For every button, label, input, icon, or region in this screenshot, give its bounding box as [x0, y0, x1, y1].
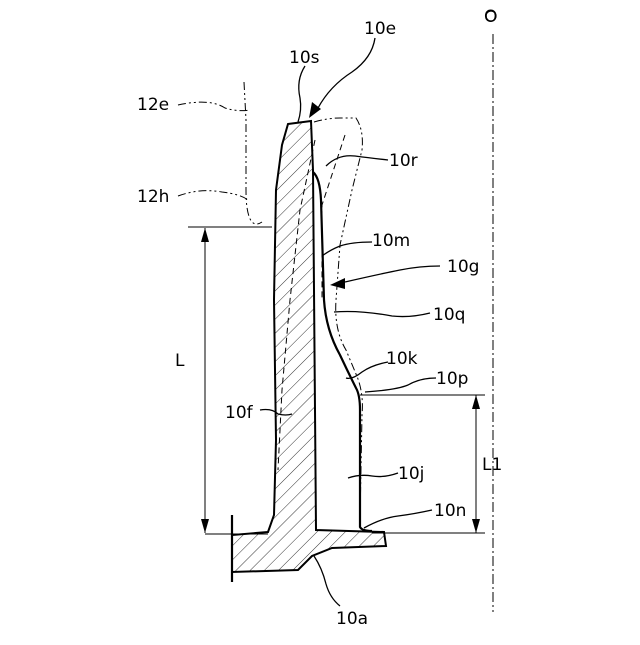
leader-12e — [178, 102, 250, 111]
leader-10j — [348, 473, 398, 478]
leader-10p — [365, 378, 436, 392]
leader-10m — [322, 242, 372, 256]
dimension-l-arrow-top — [201, 228, 209, 242]
leader-10g — [345, 266, 440, 282]
leader-10n — [364, 510, 432, 528]
dimension-l-arrow-bottom — [201, 519, 209, 533]
deformed-profile — [314, 118, 362, 520]
blade-section-10f — [232, 121, 386, 572]
label-l1: L1 — [482, 455, 502, 475]
label-10m: 10m — [372, 231, 410, 251]
label-10r: 10r — [389, 151, 418, 171]
dimension-l1-arrow-bottom — [472, 519, 480, 533]
label-l: L — [175, 351, 185, 371]
leader-12h — [178, 191, 248, 200]
label-12e: 12e — [137, 95, 169, 115]
arrow-10g — [330, 278, 345, 289]
label-10n: 10n — [434, 501, 466, 521]
leader-10s — [298, 66, 305, 122]
leader-10q — [334, 312, 430, 317]
label-10f: 10f — [225, 403, 254, 423]
label-10q: 10q — [433, 305, 465, 325]
label-10j: 10j — [398, 464, 424, 484]
label-10g: 10g — [447, 257, 479, 277]
label-10p: 10p — [436, 369, 468, 389]
dimension-l1-arrow-top — [472, 395, 480, 409]
label-10k: 10k — [386, 349, 418, 369]
arrow-10e — [309, 102, 321, 118]
label-12h: 12h — [137, 187, 169, 207]
label-10a: 10a — [336, 609, 368, 629]
label-10e: 10e — [364, 19, 396, 39]
leader-10e — [318, 38, 375, 108]
leader-10a — [314, 556, 340, 606]
reference-12e-line — [244, 82, 262, 224]
label-10s: 10s — [289, 48, 320, 68]
label-o: O — [484, 7, 497, 27]
